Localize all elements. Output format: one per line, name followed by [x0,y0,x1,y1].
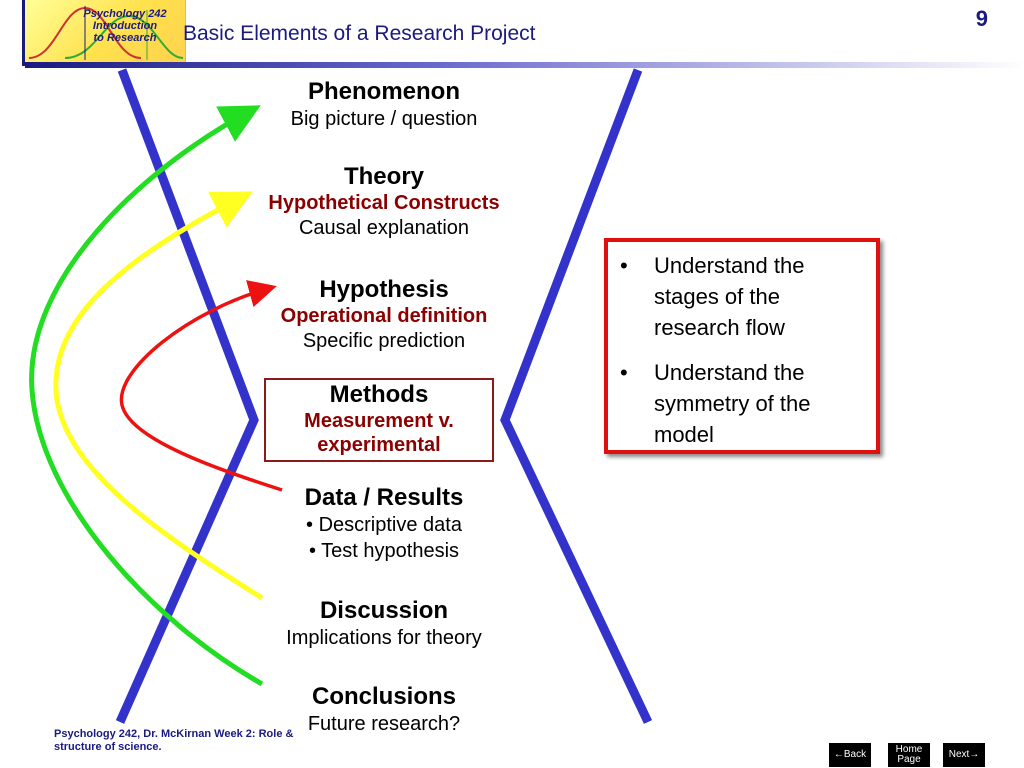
stage-phenomenon: Phenomenon Big picture / question [234,78,534,132]
stage-conclusions: Conclusions Future research? [234,683,534,737]
logo-left-bar [22,0,26,66]
stage-hypothesis: Hypothesis Operational definition Specif… [234,276,534,354]
stage-hypothesis-desc: Specific prediction [302,330,466,352]
stage-data-results-title: Data / Results [304,484,464,511]
back-button-label: ←Back [833,749,867,760]
stage-methods-line-1: Measurement v. [304,410,454,432]
stage-methods-line-2: experimental [317,434,441,456]
logo-line-2: Introduction [92,20,158,32]
stage-hypothesis-definition: Operational definition [280,305,488,327]
bullet-icon: • [620,253,628,278]
learning-goal-item: • Understand the symmetry of the model [608,357,862,450]
hourglass-left-line [115,68,259,724]
logo-line-3: to Research [93,32,157,44]
home-page-button[interactable]: Home Page [888,743,930,767]
bell-curve-icon [28,6,184,60]
stage-discussion-desc: Implications for theory [286,627,482,649]
stage-discussion: Discussion Implications for theory [234,597,534,651]
back-button[interactable]: ←Back [829,743,871,767]
stage-hypothesis-title: Hypothesis [319,276,449,303]
next-button-label: Next→ [948,749,980,760]
stage-discussion-title: Discussion [319,597,449,624]
stage-data-results-item-2: • Test hypothesis [308,540,460,562]
stage-data-results: Data / Results • Descriptive data • Test… [234,484,534,564]
title-underline-bar [25,62,1024,68]
home-button-label-1: Home [895,744,923,755]
methods-box [264,378,494,462]
stage-methods: Methods Measurement v. experimental [264,381,494,457]
logo-line-1: Psychology 242 [83,8,167,20]
stage-methods-title: Methods [329,381,429,408]
stage-data-results-item-1: • Descriptive data [306,514,462,536]
stage-theory-construct: Hypothetical Constructs [268,192,500,214]
home-button-label-2: Page [897,754,921,765]
stage-phenomenon-title: Phenomenon [307,78,460,105]
course-logo: Psychology 242 Introduction to Research [25,0,186,62]
learning-goals-box: • Understand the stages of the research f… [604,238,880,454]
red-arrow [119,280,283,492]
slide-number: 9 [975,6,988,31]
footer-citation: Psychology 242, Dr. McKirnan Week 2: Rol… [54,728,294,753]
green-arrow [29,105,264,687]
stage-theory-desc: Causal explanation [298,217,470,239]
learning-goal-text: Understand the symmetry of the model [654,360,811,447]
learning-goal-item: • Understand the stages of the research f… [608,250,862,343]
stage-theory-title: Theory [343,163,424,190]
hourglass-right-line [500,68,653,724]
learning-goals-list: • Understand the stages of the research f… [608,242,876,450]
stage-theory: Theory Hypothetical Constructs Causal ex… [234,163,534,241]
slide-title: Basic Elements of a Research Project [183,22,536,45]
stage-phenomenon-desc: Big picture / question [290,108,478,130]
next-button[interactable]: Next→ [943,743,985,767]
stage-conclusions-desc: Future research? [307,713,461,735]
learning-goal-text: Understand the stages of the research fl… [654,253,805,340]
logo-text: Psychology 242 Introduction to Research [75,8,175,44]
yellow-arrow [53,191,264,601]
bullet-icon: • [620,360,628,385]
stage-conclusions-title: Conclusions [311,683,456,710]
